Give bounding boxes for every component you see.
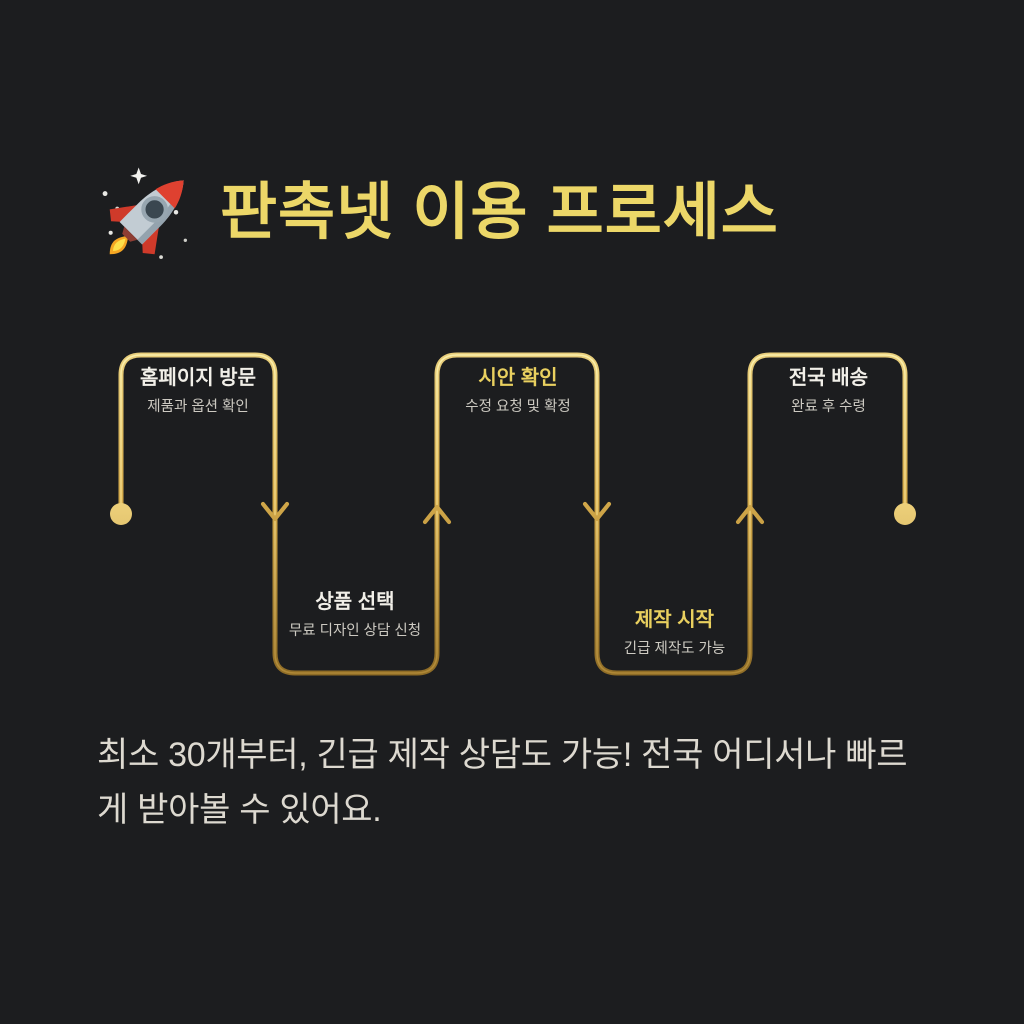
footer-note: 최소 30개부터, 긴급 제작 상담도 가능! 전국 어디서나 빠르 게 받아볼…: [97, 728, 977, 838]
step-production-start: 제작 시작 긴급 제작도 가능: [599, 608, 750, 660]
start-dot: [110, 503, 132, 525]
step-desc: 제품과 옵션 확인: [147, 399, 249, 415]
step-desc: 긴급 제작도 가능: [623, 641, 726, 657]
star-icon: [130, 167, 148, 185]
footer-line-1: 최소 30개부터, 긴급 제작 상담도 가능! 전국 어디서나 빠르: [97, 736, 908, 774]
step-title: 상품 선택: [315, 591, 395, 613]
footer-line-2: 게 받아볼 수 있어요.: [97, 791, 382, 829]
step-desc: 완료 후 수령: [791, 399, 866, 415]
step-title: 시안 확인: [478, 367, 558, 389]
step-desc: 무료 디자인 상담 신청: [288, 623, 422, 639]
step-nationwide-delivery: 전국 배송 완료 후 수령: [752, 366, 905, 418]
end-dot: [894, 503, 916, 525]
header: 판촉넷 이용 프로세스: [92, 160, 779, 272]
step-title: 제작 시작: [634, 609, 715, 631]
page-title: 판촉넷 이용 프로세스: [220, 178, 779, 247]
rocket-icon: [102, 167, 188, 259]
arrow-up-icon: [422, 504, 452, 525]
step-homepage-visit: 홈페이지 방문 제품과 옵션 확인: [121, 366, 275, 418]
step-product-select: 상품 선택 무료 디자인 상담 신청: [279, 590, 431, 642]
step-desc: 수정 요청 및 확정: [465, 399, 571, 415]
arrow-up-icon: [735, 504, 765, 525]
arrow-down-icon: [582, 501, 612, 522]
arrow-down-icon: [260, 501, 290, 522]
step-title: 전국 배송: [788, 367, 869, 389]
step-draft-check: 시안 확인 수정 요청 및 확정: [439, 366, 597, 418]
step-title: 홈페이지 방문: [140, 367, 256, 389]
